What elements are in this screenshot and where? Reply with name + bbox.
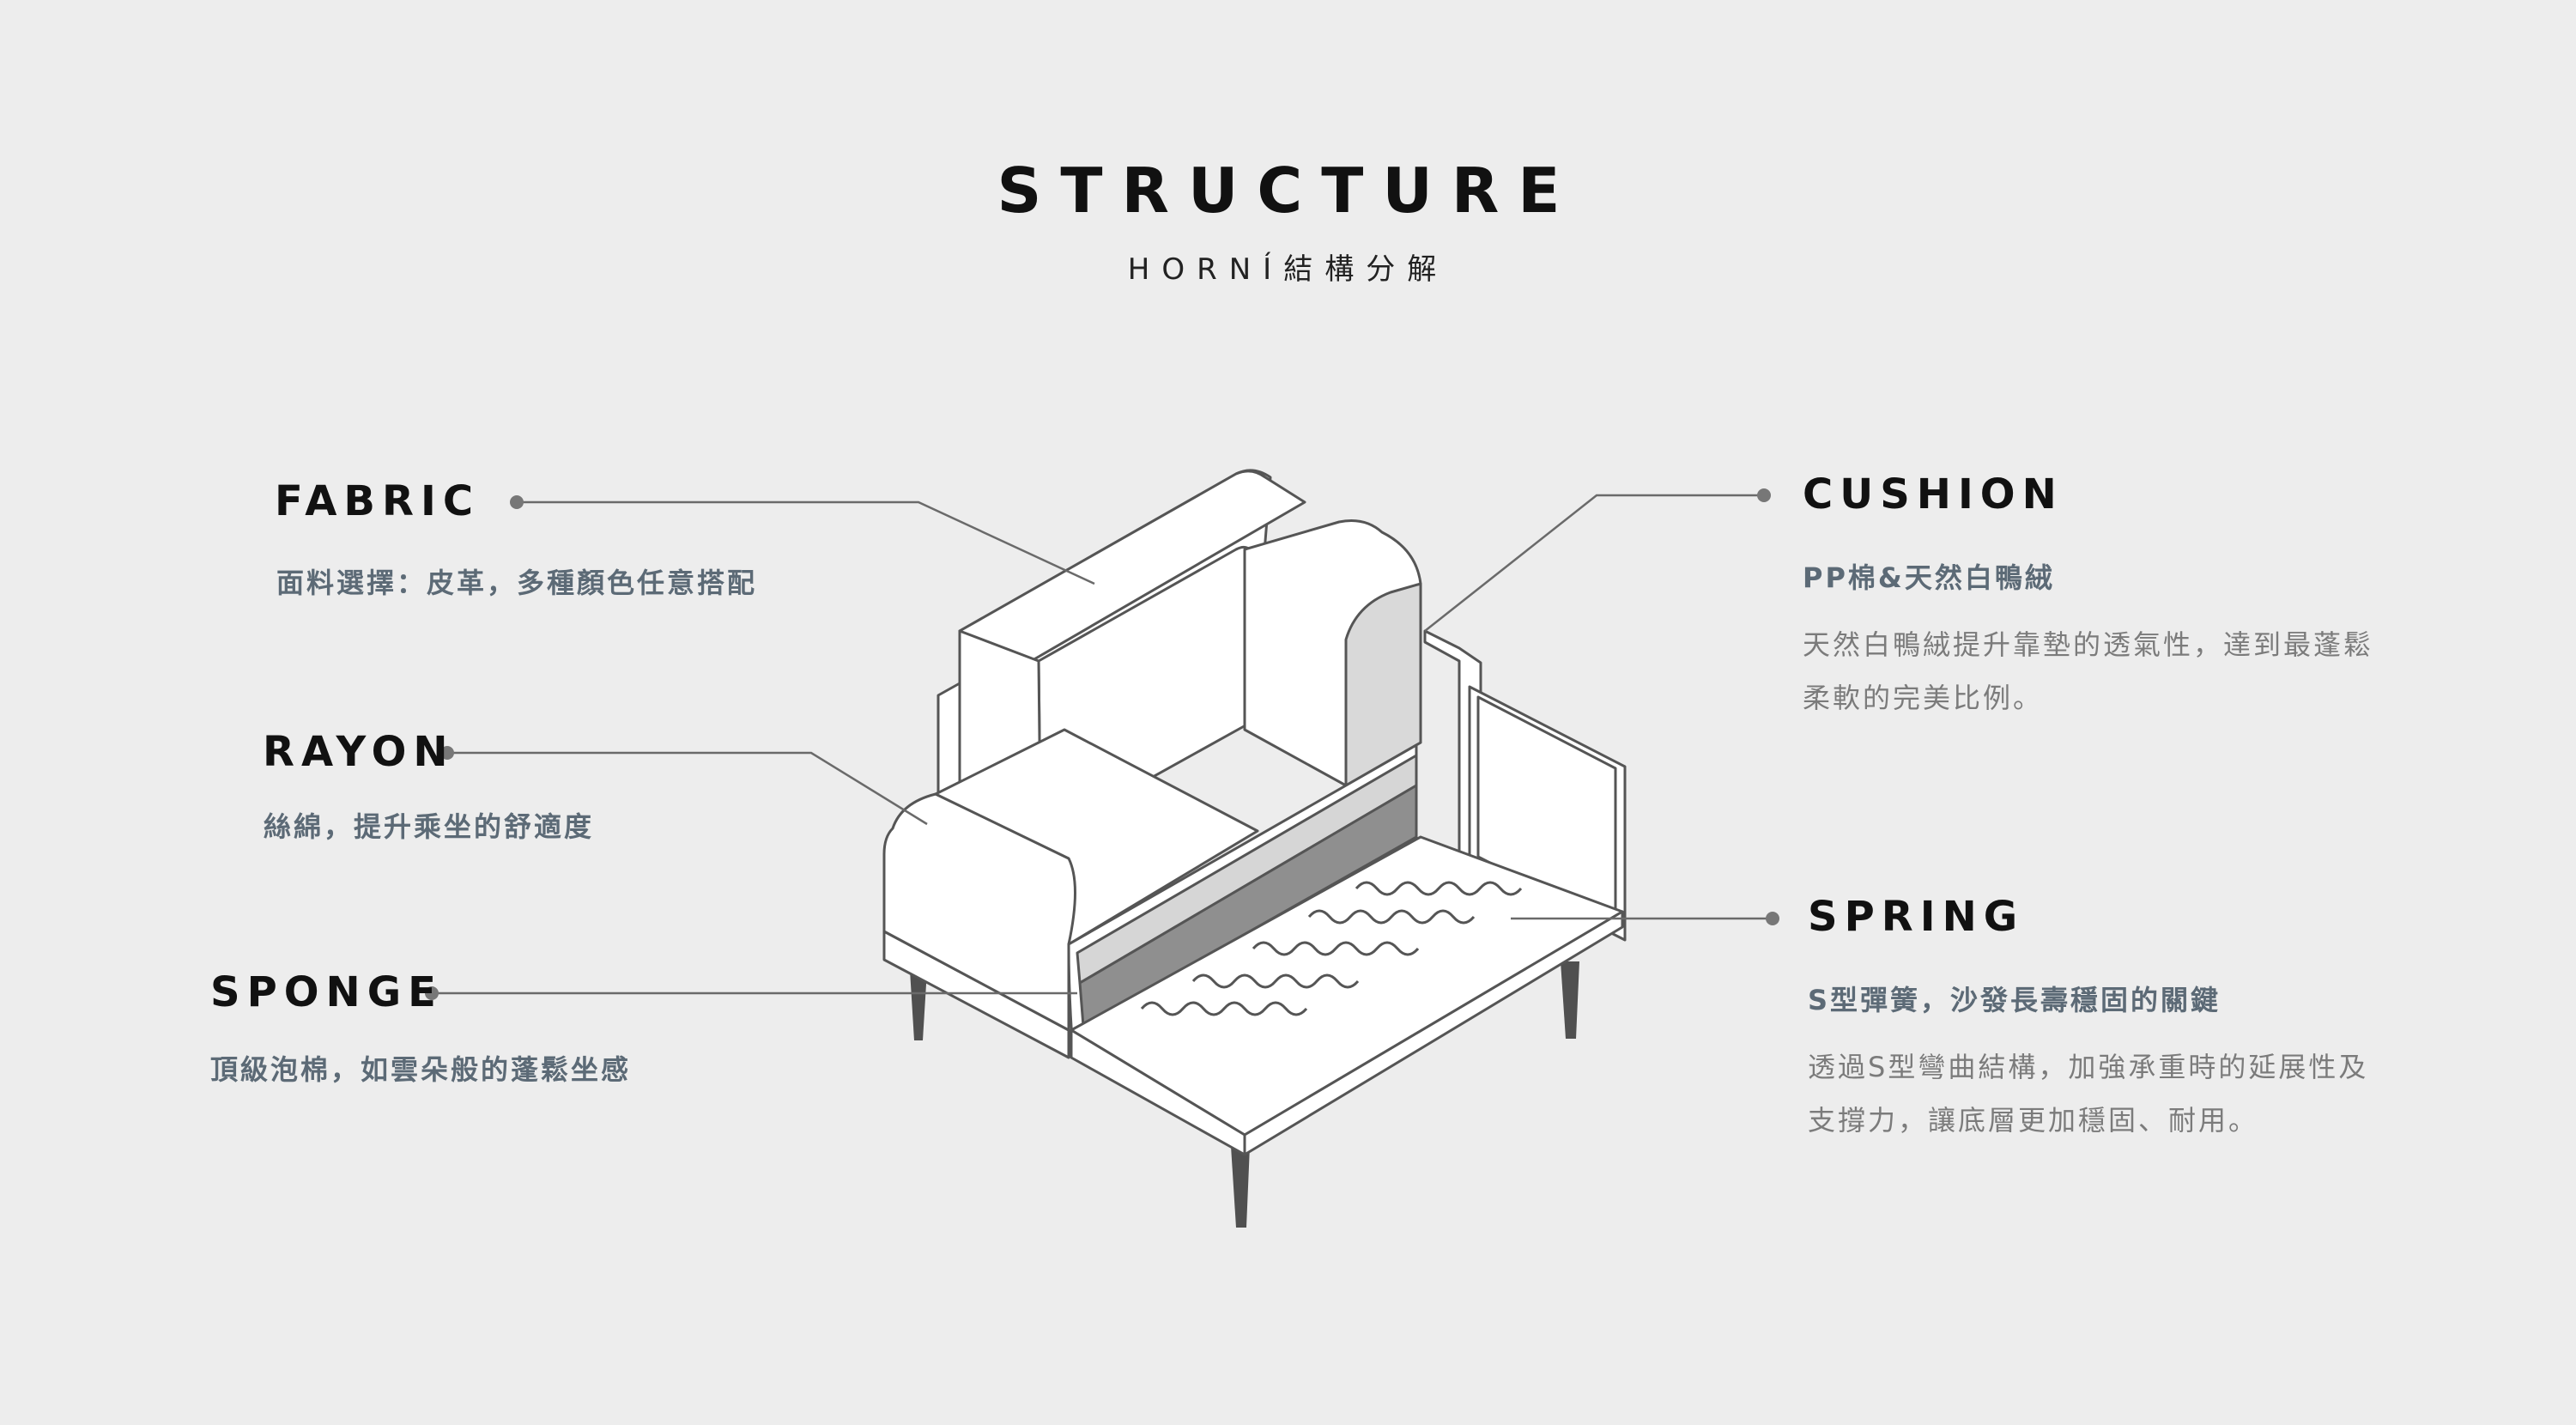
- s-spring-5: [1355, 881, 1523, 896]
- rayon-desc: 絲綿，提升乘坐的舒適度: [264, 810, 595, 843]
- leader-dots: [425, 488, 1779, 1000]
- cushion-leader: [1424, 494, 1764, 632]
- fabric-dot: [510, 495, 524, 509]
- spring-dot: [1766, 912, 1779, 925]
- cushion-detail-line-2: 柔軟的完美比例。: [1803, 682, 2044, 714]
- rayon-dot: [440, 746, 454, 760]
- leg-front-left: [910, 970, 927, 1040]
- spring-detail-line-2: 支撐力，讓底層更加穩固、耐用。: [1808, 1104, 2259, 1137]
- rayon-leader: [447, 751, 928, 826]
- leader-lines: [432, 494, 1773, 995]
- sponge-desc: 頂級泡棉，如雲朵般的蓬鬆坐感: [210, 1053, 632, 1086]
- leg-back-right: [1561, 961, 1579, 1039]
- rayon-label: RAYON: [263, 728, 455, 776]
- sofa-body: [882, 469, 1306, 1059]
- spring-label: SPRING: [1808, 893, 2025, 941]
- fabric-leader: [517, 500, 1095, 585]
- fabric-label: FABRIC: [275, 477, 481, 525]
- sofa-legs: [910, 961, 1579, 1228]
- arm-layers: [1067, 743, 1418, 1053]
- page-title: STRUCTURE: [997, 155, 1579, 227]
- sponge-label: SPONGE: [210, 968, 443, 1016]
- sponge-layer: [1078, 784, 1418, 1028]
- cushion-label: CUSHION: [1803, 470, 2064, 518]
- cushion-cut-face: [1344, 582, 1422, 787]
- s-spring-4: [1307, 909, 1476, 925]
- s-springs: [1140, 881, 1523, 1016]
- page-subtitle: HORNÍ結構分解: [1127, 252, 1449, 287]
- cushion-dot: [1757, 488, 1771, 502]
- cushion-detail-line-1: 天然白鴨絨提升靠墊的透氣性，達到最蓬鬆: [1803, 628, 2374, 661]
- spring-detail: 透過S型彎曲結構，加強承重時的延展性及 支撐力，讓底層更加穩固、耐用。: [1808, 1040, 2368, 1147]
- spring-detail-line-1: 透過S型彎曲結構，加強承重時的延展性及: [1808, 1051, 2369, 1083]
- s-spring-3: [1252, 941, 1420, 956]
- leg-front-center: [1231, 1146, 1250, 1228]
- cushion: [1243, 519, 1422, 787]
- fabric-desc: 面料選擇：皮革，多種顏色任意搭配: [276, 567, 758, 599]
- cushion-detail: 天然白鴨絨提升靠墊的透氣性，達到最蓬鬆 柔軟的完美比例。: [1803, 618, 2373, 725]
- spring-desc: S型彈簧，沙發長壽穩固的關鍵: [1808, 984, 2221, 1016]
- spring-base-left: [1070, 1028, 1246, 1156]
- sponge-dot: [425, 986, 439, 1000]
- cushion-desc: PP棉&天然白鴨絨: [1803, 561, 2055, 594]
- s-spring-2: [1191, 973, 1360, 989]
- s-spring-1: [1140, 1001, 1308, 1016]
